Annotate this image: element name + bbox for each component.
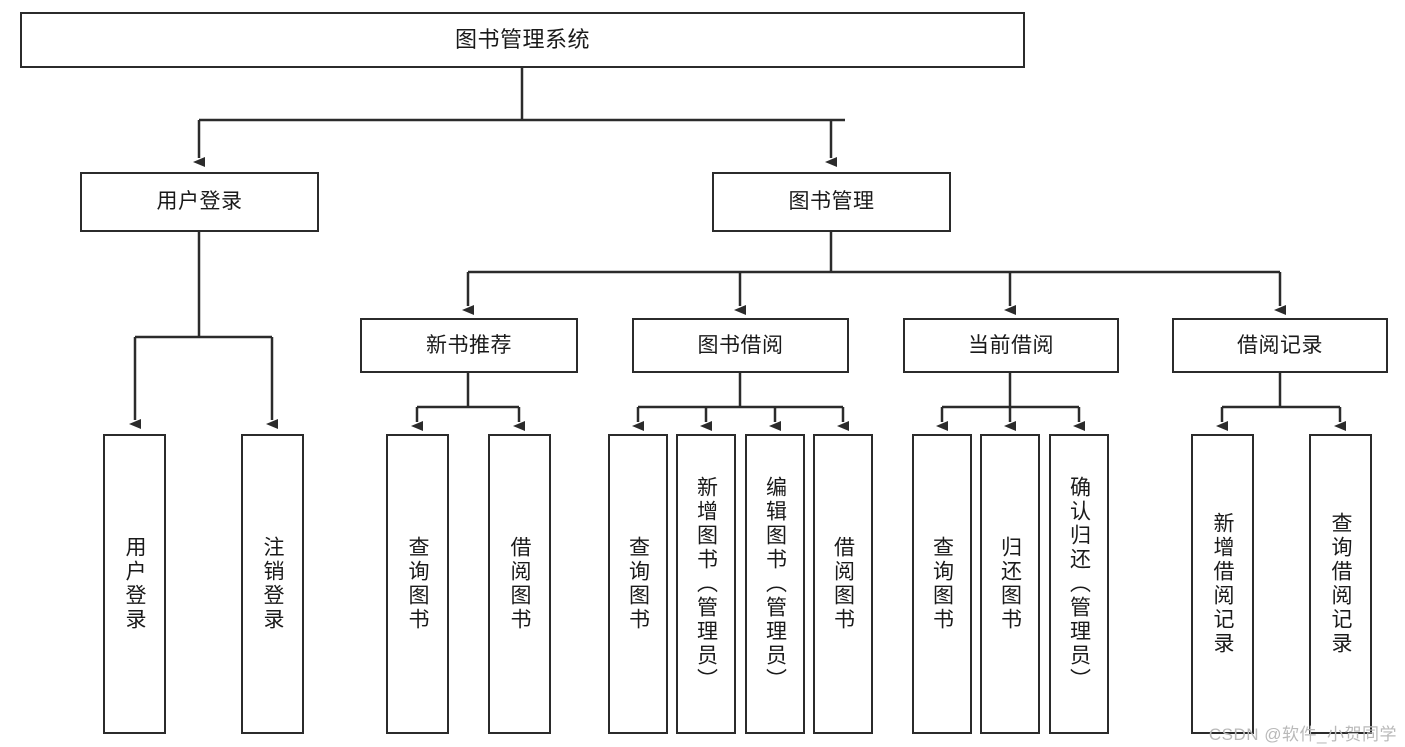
node-leaf-return-book-label: 归还图书	[998, 536, 1022, 632]
node-user-login-label: 用户登录	[156, 190, 243, 214]
node-leaf-logout[interactable]: 注销登录	[241, 434, 304, 734]
node-leaf-user-login-label: 用户登录	[123, 536, 146, 632]
node-leaf-borrow-book-recommend-label: 借阅图书	[508, 536, 531, 632]
node-leaf-edit-book-admin[interactable]: 编辑图书（管理员）	[745, 434, 805, 734]
node-leaf-query-book-current-label: 查询图书	[930, 536, 954, 632]
node-leaf-confirm-return-admin-label: 确认归还（管理员）	[1067, 476, 1091, 692]
node-new-book-recommend-label: 新书推荐	[426, 333, 512, 357]
watermark-text: CSDN @软件_小贺同学	[1208, 725, 1397, 744]
node-leaf-borrow-book-recommend[interactable]: 借阅图书	[488, 434, 551, 734]
node-new-book-recommend[interactable]: 新书推荐	[360, 318, 578, 373]
node-leaf-query-book-borrow-label: 查询图书	[626, 536, 650, 632]
node-leaf-borrow-book-label: 借阅图书	[831, 536, 855, 632]
node-root-system[interactable]: 图书管理系统	[20, 12, 1025, 68]
node-leaf-borrow-book[interactable]: 借阅图书	[813, 434, 873, 734]
node-book-management-label: 图书管理	[788, 190, 875, 214]
node-user-login[interactable]: 用户登录	[80, 172, 319, 232]
node-leaf-add-book-admin[interactable]: 新增图书（管理员）	[676, 434, 736, 734]
node-book-borrow[interactable]: 图书借阅	[632, 318, 849, 373]
node-leaf-logout-label: 注销登录	[261, 536, 284, 632]
node-leaf-edit-book-admin-label: 编辑图书（管理员）	[763, 476, 787, 692]
node-leaf-query-book-recommend[interactable]: 查询图书	[386, 434, 449, 734]
node-leaf-query-borrow-record-label: 查询借阅记录	[1329, 512, 1352, 656]
node-current-borrow[interactable]: 当前借阅	[903, 318, 1119, 373]
node-leaf-confirm-return-admin[interactable]: 确认归还（管理员）	[1049, 434, 1109, 734]
node-current-borrow-label: 当前借阅	[968, 333, 1054, 357]
node-book-borrow-label: 图书借阅	[697, 333, 784, 357]
node-root-system-label: 图书管理系统	[454, 26, 590, 52]
node-borrow-record-label: 借阅记录	[1237, 333, 1323, 357]
node-leaf-add-borrow-record[interactable]: 新增借阅记录	[1191, 434, 1254, 734]
node-leaf-query-book-recommend-label: 查询图书	[406, 536, 429, 632]
node-leaf-query-borrow-record[interactable]: 查询借阅记录	[1309, 434, 1372, 734]
node-leaf-add-borrow-record-label: 新增借阅记录	[1211, 512, 1234, 656]
node-leaf-add-book-admin-label: 新增图书（管理员）	[694, 476, 718, 692]
node-leaf-query-book-current[interactable]: 查询图书	[912, 434, 972, 734]
node-borrow-record[interactable]: 借阅记录	[1172, 318, 1388, 373]
node-leaf-query-book-borrow[interactable]: 查询图书	[608, 434, 668, 734]
node-leaf-return-book[interactable]: 归还图书	[980, 434, 1040, 734]
node-book-management[interactable]: 图书管理	[712, 172, 951, 232]
node-leaf-user-login[interactable]: 用户登录	[103, 434, 166, 734]
